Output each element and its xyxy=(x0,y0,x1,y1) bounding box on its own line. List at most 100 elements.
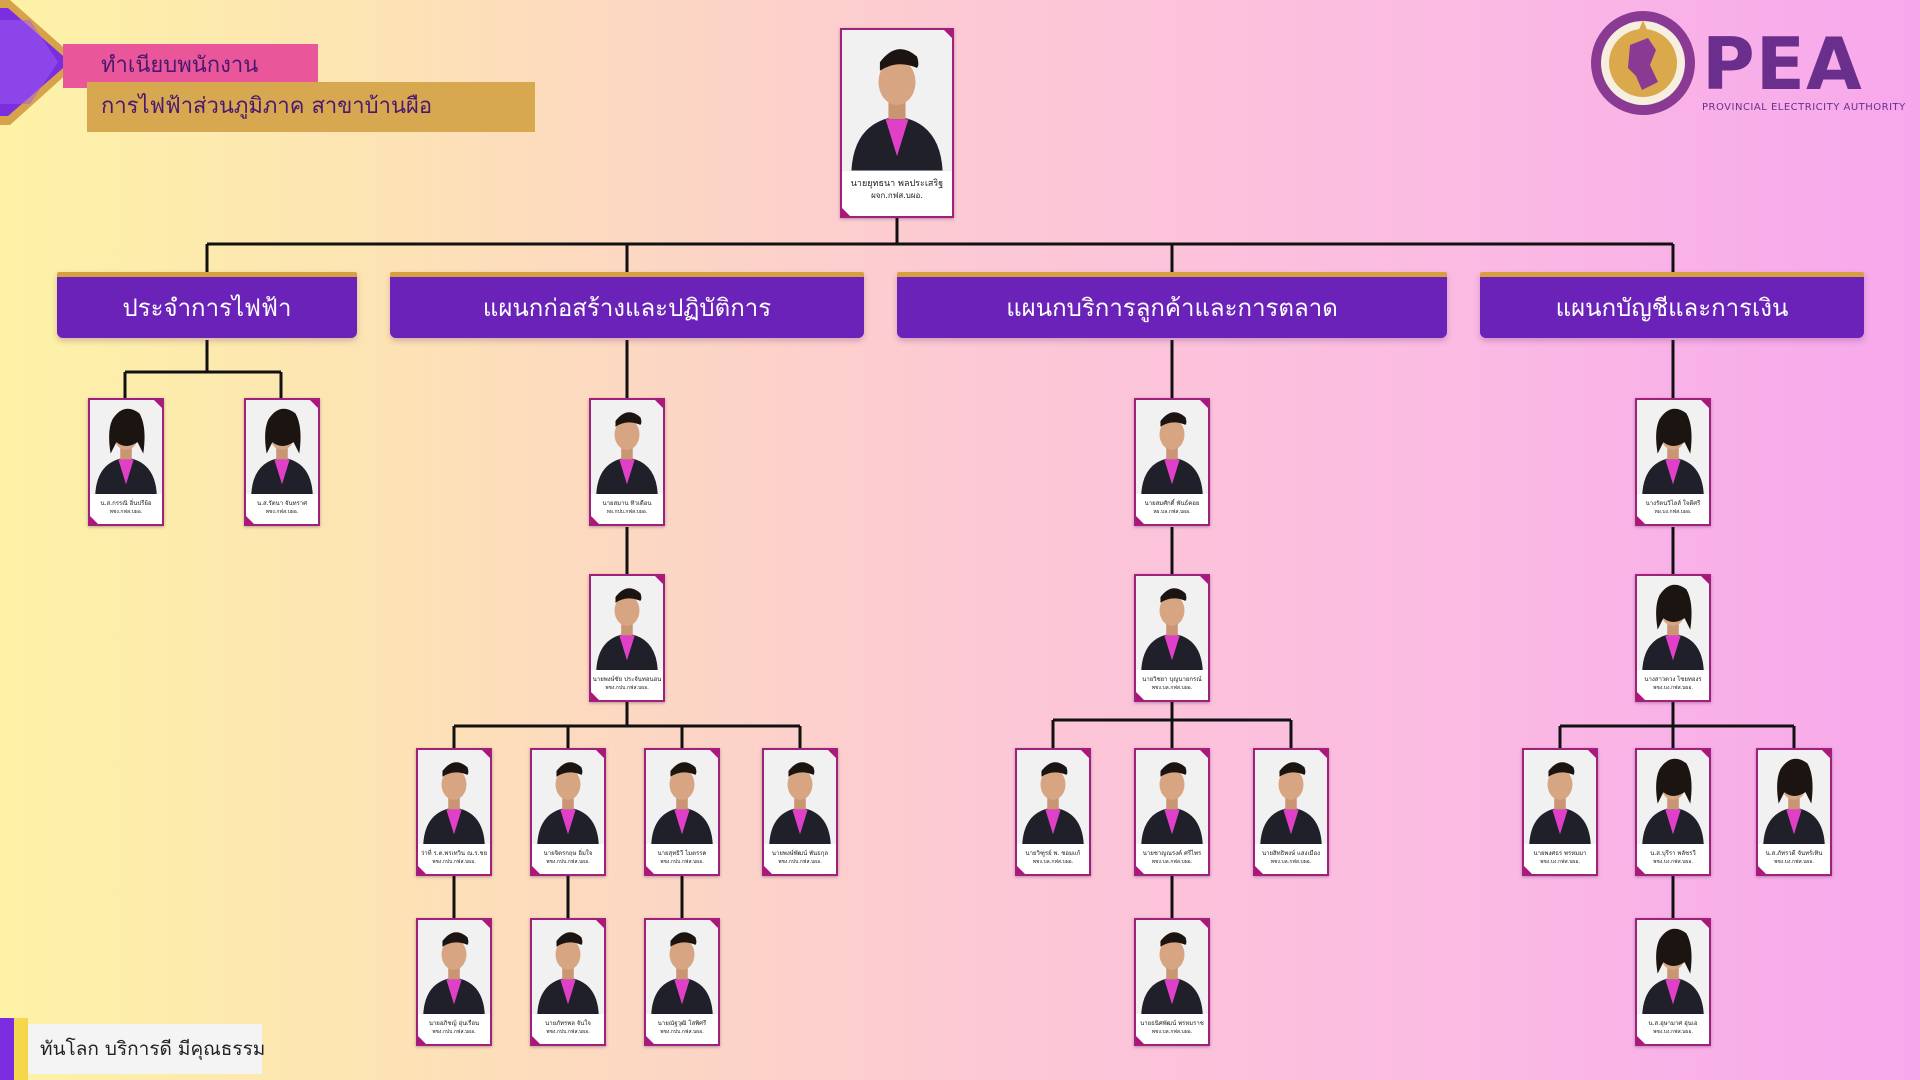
staff-name: นายสมาน ทิวเดือน xyxy=(602,499,652,507)
staff-photo xyxy=(530,748,606,844)
staff-photo xyxy=(1134,574,1210,670)
staff-card: น.ส.อุษามาศ อุ่นเอพชง.บง.กฟส.บผอ. xyxy=(1635,918,1711,1046)
pea-wordmark-subtitle: PROVINCIAL ELECTRICITY AUTHORITY xyxy=(1702,102,1906,113)
staff-photo xyxy=(1134,918,1210,1014)
staff-photo xyxy=(1134,398,1210,494)
pea-wordmark: PEA xyxy=(1702,22,1863,106)
staff-position: ผจก.กฟส.บผอ. xyxy=(871,191,923,201)
staff-position: พชง.บล.กฟส.บผอ. xyxy=(1270,858,1312,865)
staff-name: น.ส.รัตนา จันทราศ xyxy=(256,499,308,507)
staff-position: พชง.บง.กฟส.บผอ. xyxy=(1653,858,1693,865)
staff-photo xyxy=(644,748,720,844)
staff-name: น.ส.อุษามาศ อุ่นเอ xyxy=(1648,1019,1698,1027)
staff-position: พชง.บล.กฟส.บผอ. xyxy=(1151,1028,1193,1035)
staff-name: นายยุทธนา พลประเสริฐ xyxy=(850,179,944,190)
staff-card: น.ส.รัตนา จันทราศพชง.กฟส.บผอ. xyxy=(244,398,320,526)
staff-card: นางรัตนวิไลส์ ใจดีศรีหผ.บง.กฟส.บผอ. xyxy=(1635,398,1711,526)
staff-card: นายอภิชญ์ อุ่นเรือนพชง.กปบ.กฟส.บผอ. xyxy=(416,918,492,1046)
staff-photo xyxy=(840,28,954,171)
staff-photo xyxy=(88,398,164,494)
staff-photo xyxy=(762,748,838,844)
staff-photo xyxy=(416,918,492,1014)
staff-position: พชง.บง.กฟส.บผอ. xyxy=(1774,858,1814,865)
staff-card: น.ส.ภัทรวดี จันทร์เทินพชง.บง.กฟส.บผอ. xyxy=(1756,748,1832,876)
staff-name: ว่าที่ ร.ต.พรเทวิน ณ.ร.ชย xyxy=(420,849,488,857)
staff-name: น.ส.บุรีรา พลัชรวี xyxy=(1650,849,1696,857)
staff-photo xyxy=(1635,574,1711,670)
staff-card: น.ส.กรรณิ อิ่นปรีย้อพชง.กฟส.บผอ. xyxy=(88,398,164,526)
staff-position: หผ.บง.กฟส.บผอ. xyxy=(1654,508,1692,515)
corner-arrow-decoration xyxy=(0,0,80,125)
department-header: แผนกก่อสร้างและปฏิบัติการ xyxy=(390,272,864,338)
staff-name: นายสิทธิพงษ์ แสงเมือง xyxy=(1261,849,1320,857)
staff-position: หผ.บล.กฟส.บผอ. xyxy=(1153,508,1191,515)
staff-card: นายวิชยา บุญนายกรณ์พชง.บล.กฟส.บผอ. xyxy=(1134,574,1210,702)
staff-card: นายณัฐวุฒิ โสพิศรีพชง.กปบ.กฟส.บผอ. xyxy=(644,918,720,1046)
staff-photo xyxy=(416,748,492,844)
staff-card: น.ส.บุรีรา พลัชรวีพชง.บง.กฟส.บผอ. xyxy=(1635,748,1711,876)
staff-card: นายภัทรพล จันใจพชง.กปบ.กฟส.บผอ. xyxy=(530,918,606,1046)
page-subtitle: การไฟฟ้าส่วนภูมิภาค สาขาบ้านผือ xyxy=(87,82,535,132)
staff-name: นางสาวดวง ไชยทองร xyxy=(1644,675,1702,683)
staff-position: พชง.กปบ.กฟส.บผอ. xyxy=(432,858,476,865)
staff-position: พชง.กปบ.กฟส.บผอ. xyxy=(660,858,704,865)
staff-position: พชง.บง.กฟส.บผอ. xyxy=(1653,1028,1693,1035)
staff-photo xyxy=(1635,748,1711,844)
pea-logo: PEA PROVINCIAL ELECTRICITY AUTHORITY xyxy=(1590,10,1905,120)
staff-photo xyxy=(530,918,606,1014)
staff-position: พชง.บง.กฟส.บผอ. xyxy=(1653,684,1693,691)
staff-position: พชง.บล.กฟส.บผอ. xyxy=(1032,858,1074,865)
staff-name: นายจิตรกฤษ อิ่มใจ xyxy=(543,849,593,857)
staff-photo xyxy=(1253,748,1329,844)
staff-position: พชง.กฟส.บผอ. xyxy=(265,508,299,515)
staff-photo xyxy=(1522,748,1598,844)
staff-photo xyxy=(1635,398,1711,494)
staff-position: พชง.กปบ.กฟส.บผอ. xyxy=(432,1028,476,1035)
staff-name: นางรัตนวิไลส์ ใจดีศรี xyxy=(1645,499,1701,507)
staff-card: นายธนิศพัฒน์ พรหมราชพชง.บล.กฟส.บผอ. xyxy=(1134,918,1210,1046)
staff-name: นายสุทธิวี ไมตรรค xyxy=(657,849,707,857)
staff-position: พชง.กปบ.กฟส.บผอ. xyxy=(778,858,822,865)
staff-card: นายพงศธร พรหมมาพชง.บง.กฟส.บผอ. xyxy=(1522,748,1598,876)
footer-motto: ทันโลก บริการดี มีคุณธรรม xyxy=(0,1018,265,1080)
staff-card: นายสิทธิพงษ์ แสงเมืองพชง.บล.กฟส.บผอ. xyxy=(1253,748,1329,876)
pea-seal-icon xyxy=(1591,11,1695,115)
staff-position: พชง.กฟส.บผอ. xyxy=(109,508,143,515)
department-header: แผนกบัญชีและการเงิน xyxy=(1480,272,1864,338)
staff-photo xyxy=(1635,918,1711,1014)
staff-card: นายสุทธิวี ไมตรรคพชง.กปบ.กฟส.บผอ. xyxy=(644,748,720,876)
staff-position: พชง.กปบ.กฟส.บผอ. xyxy=(660,1028,704,1035)
staff-photo xyxy=(244,398,320,494)
staff-card: นายยุทธนา พลประเสริฐผจก.กฟส.บผอ. xyxy=(840,28,954,218)
staff-position: พชง.บล.กฟส.บผอ. xyxy=(1151,858,1193,865)
page-title: ทำเนียบพนักงาน xyxy=(63,44,318,88)
department-header: ประจำการไฟฟ้า xyxy=(57,272,357,338)
staff-name: นายพงศธร พรหมมา xyxy=(1533,849,1587,857)
department-header: แผนกบริการลูกค้าและการตลาด xyxy=(897,272,1447,338)
staff-card: นายพงษ์ชัย ประจันทอนอนพชง.กปบ.กฟส.บผอ. xyxy=(589,574,665,702)
staff-position: พชง.กปบ.กฟส.บผอ. xyxy=(546,858,590,865)
staff-name: น.ส.ภัทรวดี จันทร์เทิน xyxy=(1765,849,1823,857)
staff-card: นายชาญณรงค์ ศรีไพรพชง.บล.กฟส.บผอ. xyxy=(1134,748,1210,876)
staff-name: นายธนิศพัฒน์ พรหมราช xyxy=(1140,1019,1204,1027)
staff-name: นายพงษ์พัฒน์ พันธกุล xyxy=(771,849,829,857)
staff-photo xyxy=(1756,748,1832,844)
staff-card: นายวิฑูรย์ พ. ชอมแก้พชง.บล.กฟส.บผอ. xyxy=(1015,748,1091,876)
staff-name: น.ส.กรรณิ อิ่นปรีย้อ xyxy=(100,499,152,507)
staff-name: นายชาญณรงค์ ศรีไพร xyxy=(1142,849,1202,857)
staff-photo xyxy=(589,398,665,494)
staff-position: หผ.กปบ.กฟส.บผอ. xyxy=(606,508,648,515)
staff-photo xyxy=(1015,748,1091,844)
staff-photo xyxy=(589,574,665,670)
staff-name: นายภัทรพล จันใจ xyxy=(545,1019,591,1027)
staff-card: นายจิตรกฤษ อิ่มใจพชง.กปบ.กฟส.บผอ. xyxy=(530,748,606,876)
staff-position: พชง.บง.กฟส.บผอ. xyxy=(1540,858,1580,865)
staff-photo xyxy=(1134,748,1210,844)
staff-card: นายพงษ์พัฒน์ พันธกุลพชง.กปบ.กฟส.บผอ. xyxy=(762,748,838,876)
staff-name: นายณัฐวุฒิ โสพิศรี xyxy=(657,1019,707,1027)
staff-position: พชง.กปบ.กฟส.บผอ. xyxy=(605,684,649,691)
staff-name: นายสมศักดิ์ พันธ์คอย xyxy=(1144,499,1200,507)
staff-card: นายสมศักดิ์ พันธ์คอยหผ.บล.กฟส.บผอ. xyxy=(1134,398,1210,526)
staff-name: นายวิฑูรย์ พ. ชอมแก้ xyxy=(1025,849,1081,857)
